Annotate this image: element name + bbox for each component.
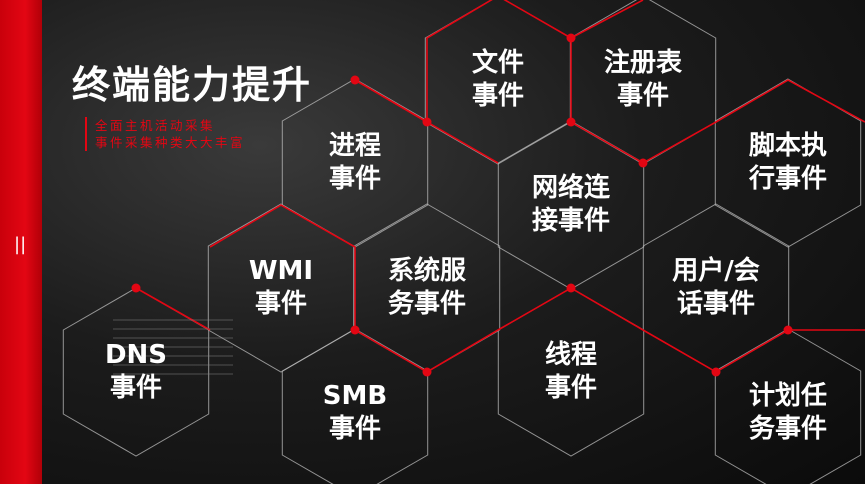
node-dot-6 <box>350 325 360 335</box>
hex-label-session: 用户/会话事件 <box>672 256 760 319</box>
hex-label-schedule: 计划任务事件 <box>748 381 827 444</box>
node-dot-5 <box>638 158 648 168</box>
node-dot-7 <box>422 367 432 377</box>
subtitle-line-1: 全面主机活动采集 <box>95 118 216 133</box>
node-dot-11 <box>131 283 141 293</box>
highlight-path-5 <box>354 79 428 123</box>
node-dot-10 <box>783 325 793 335</box>
subtitle-line-2: 事件采集种类大大丰富 <box>95 135 246 150</box>
node-dot-8 <box>566 283 576 293</box>
hex-label-process: 进程事件 <box>328 131 381 194</box>
node-dot-3 <box>566 33 576 43</box>
hex-label-thread: 线程事件 <box>544 340 597 403</box>
highlight-path-6 <box>570 0 644 39</box>
side-mark: || <box>14 234 27 255</box>
node-dot-9 <box>711 367 721 377</box>
node-dot-1 <box>350 75 360 85</box>
hex-script <box>714 78 862 248</box>
hex-label-script: 脚本执行事件 <box>748 131 827 194</box>
hex-label-file: 文件事件 <box>471 48 524 111</box>
hex-label-registry: 注册表事件 <box>603 48 682 111</box>
node-dot-4 <box>566 117 576 127</box>
page-title: 终端能力提升 <box>72 63 313 107</box>
hex-label-service: 系统服务事件 <box>387 256 466 319</box>
highlight-path-4 <box>135 287 211 331</box>
node-dot-2 <box>422 117 432 127</box>
highlight-path-3 <box>209 204 865 373</box>
left-accent-bar: || <box>0 0 42 484</box>
faint-decoration <box>113 312 233 382</box>
hex-label-network: 网络连接事件 <box>531 173 610 236</box>
subtitle-block: 全面主机活动采集 事件采集种类大大丰富 <box>85 117 245 151</box>
